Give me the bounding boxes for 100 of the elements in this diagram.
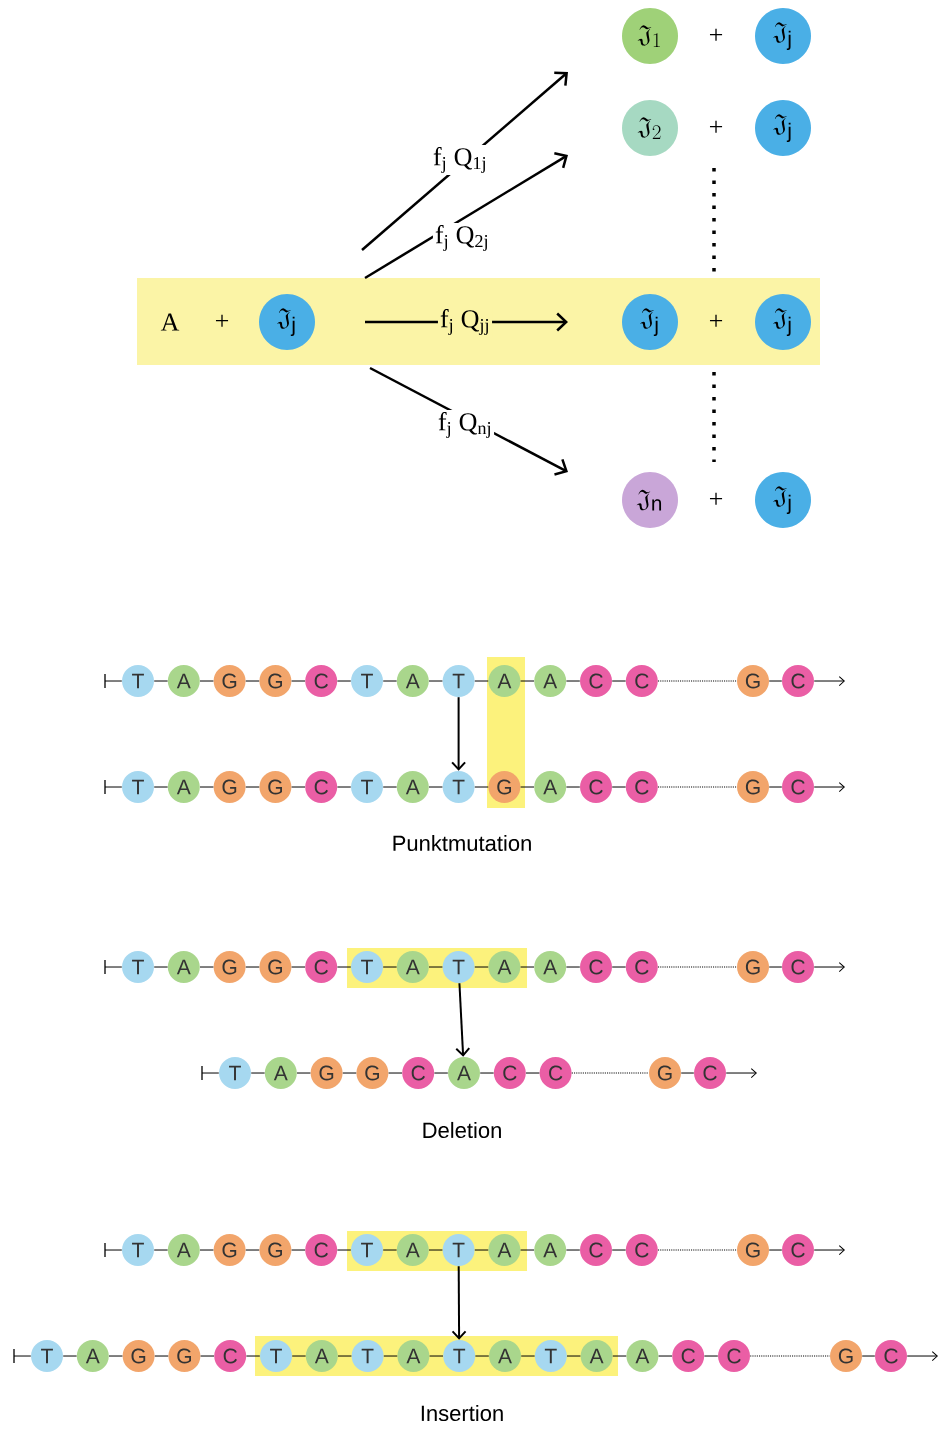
connector-line [104, 680, 123, 682]
connector-line [520, 1249, 535, 1251]
edge-label: f$_{j}$ Q$_{1j}$ [430, 145, 490, 175]
connector-line [153, 680, 169, 682]
connector-line [153, 1249, 169, 1251]
arrow [813, 1245, 845, 1255]
connector-line [657, 680, 738, 682]
connector-line [520, 966, 535, 968]
connector-line [382, 680, 398, 682]
connector-line [62, 1355, 78, 1357]
connector-line [565, 966, 581, 968]
connector-line [291, 1249, 306, 1251]
connector-line [199, 1249, 214, 1251]
connector-line [611, 680, 627, 682]
plus-sign: + [215, 314, 229, 327]
connector-line [291, 680, 306, 682]
connector-line [245, 1249, 260, 1251]
connector-line [199, 786, 214, 788]
connector-line [336, 786, 352, 788]
connector-line [250, 1072, 266, 1074]
connector-line [199, 680, 214, 682]
connector-line [611, 966, 627, 968]
connector-line [565, 786, 581, 788]
plus-sign: + [710, 120, 723, 133]
connector-line [201, 1072, 220, 1074]
connector-line [245, 680, 260, 682]
connector-line [342, 1072, 357, 1074]
connector-line [474, 1355, 490, 1357]
edge-label: f$_{j}$ Q$_{jj}$ [437, 307, 493, 337]
connector-line [336, 680, 352, 682]
connector-line [565, 680, 581, 682]
connector-line [383, 1355, 398, 1357]
plus-sign: + [710, 314, 723, 327]
connector-line [291, 966, 306, 968]
connector-line [525, 1072, 540, 1074]
connector-line [611, 1249, 627, 1251]
connector-line [520, 786, 535, 788]
connector-line [768, 1249, 783, 1251]
arrow [455, 982, 471, 1057]
connector-line [657, 1249, 738, 1251]
connector-line [520, 1355, 536, 1357]
plus-sign: + [710, 28, 723, 41]
caption: Insertion [421, 1404, 503, 1422]
connector-line [153, 786, 169, 788]
caption: Deletion [423, 1121, 501, 1139]
connector-line [108, 1355, 123, 1357]
connector-line [474, 680, 489, 682]
connector-line [199, 966, 214, 968]
connector-line [565, 1249, 581, 1251]
connector-line [433, 1072, 449, 1074]
connector-line [154, 1355, 169, 1357]
arrow [813, 676, 845, 686]
connector-line [104, 786, 123, 788]
arrow [364, 152, 568, 280]
plus-sign: + [710, 492, 723, 505]
connector-line [520, 680, 535, 682]
edge-label: f$_{j}$ Q$_{2j}$ [432, 223, 492, 253]
arrow [813, 962, 845, 972]
connector-line [428, 966, 443, 968]
connector-line [428, 786, 443, 788]
connector-line [749, 1355, 831, 1357]
connector-line [429, 1355, 444, 1357]
connector-line [474, 966, 489, 968]
connector-line [245, 966, 260, 968]
connector-line [611, 786, 627, 788]
connector-line [336, 966, 352, 968]
connector-line [153, 966, 169, 968]
connector-line [571, 1072, 650, 1074]
connector-line [703, 1355, 719, 1357]
connector-line [382, 1249, 398, 1251]
connector-line [658, 1355, 673, 1357]
connector-line [657, 786, 738, 788]
connector-line [861, 1355, 876, 1357]
arrow [451, 696, 467, 771]
connector-line [474, 786, 489, 788]
edge-label: f$_{j}$ Q$_{nj}$ [435, 410, 495, 440]
connector-line [245, 786, 260, 788]
connector-line [768, 786, 783, 788]
connector-line [388, 1072, 403, 1074]
connector-line [612, 1355, 627, 1357]
arrow [813, 782, 845, 792]
connector-line [474, 1249, 489, 1251]
connector-line [382, 966, 398, 968]
plus-sign: A [160, 313, 180, 331]
connector-line [291, 1355, 307, 1357]
connector-line [104, 966, 123, 968]
connector-line [336, 1249, 352, 1251]
connector-line [337, 1355, 352, 1357]
connector-line [768, 966, 783, 968]
arrow [451, 1265, 467, 1340]
connector-line [245, 1355, 261, 1357]
connector-line [680, 1072, 695, 1074]
connector-line [428, 680, 443, 682]
connector-line [296, 1072, 311, 1074]
arrow [725, 1068, 757, 1078]
connector-line [657, 966, 738, 968]
connector-line [428, 1249, 443, 1251]
connector-line [291, 786, 306, 788]
connector-line [768, 680, 783, 682]
connector-line [13, 1355, 32, 1357]
